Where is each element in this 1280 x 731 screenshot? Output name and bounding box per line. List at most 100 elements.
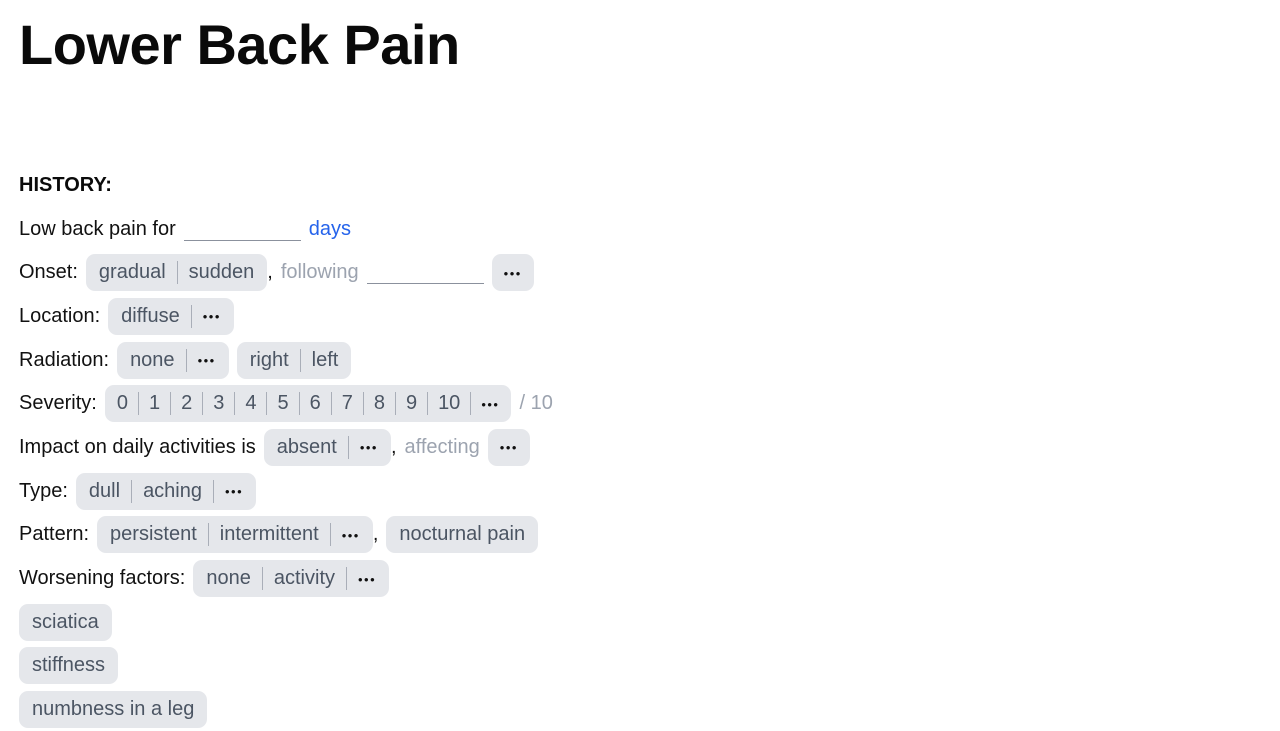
- chip-option-absent[interactable]: absent: [276, 435, 337, 458]
- duration-label: Low back pain for: [19, 217, 176, 240]
- location-chip-group: diffuse •••: [108, 297, 234, 335]
- chip-option-right[interactable]: right: [249, 348, 289, 371]
- ellipsis-icon: •••: [197, 353, 216, 369]
- impact-chip-group: absent •••: [263, 428, 391, 466]
- pattern-chip-group: nocturnal pain: [386, 516, 539, 554]
- onset-label: Onset:: [19, 261, 78, 284]
- chip-option-stiffness[interactable]: stiffness: [32, 654, 105, 677]
- chip-option-nocturnal-pain[interactable]: nocturnal pain: [399, 523, 526, 546]
- chip-divider: [190, 304, 192, 328]
- chip-option-numbness-in-a-leg[interactable]: numbness in a leg: [32, 698, 195, 721]
- chip-divider: [346, 567, 347, 591]
- ellipsis-icon: •••: [358, 571, 377, 587]
- chip-option-1[interactable]: 1: [148, 392, 161, 415]
- stiffness-chip-group: stiffness: [19, 647, 118, 685]
- ellipsis-icon: •••: [202, 309, 221, 325]
- severity-label: Severity:: [19, 392, 97, 415]
- page-title: Lower Back Pain: [19, 13, 460, 76]
- chip-option-none[interactable]: none: [206, 567, 251, 590]
- chip-option-sudden[interactable]: sudden: [188, 261, 255, 284]
- radiation-chip-group: right left: [236, 341, 352, 379]
- more-options-button[interactable]: •••: [358, 572, 376, 586]
- chip-divider: [234, 392, 236, 416]
- chip-option-left[interactable]: left: [311, 348, 339, 371]
- chip-divider: [329, 523, 331, 547]
- history-row-numbness: numbness in a leg: [19, 688, 1280, 731]
- radiation-chip-group: none •••: [117, 341, 229, 379]
- more-options-button[interactable]: •••: [225, 484, 243, 498]
- more-options-button[interactable]: •••: [491, 254, 534, 292]
- more-options-button[interactable]: •••: [203, 309, 221, 323]
- more-options-button[interactable]: •••: [360, 440, 378, 454]
- impact-comma: ,: [390, 435, 397, 458]
- impact-label: Impact on daily activities is: [19, 435, 256, 458]
- days-unit-link[interactable]: days: [308, 217, 352, 240]
- chip-divider: [330, 392, 332, 416]
- pattern-label: Pattern:: [19, 523, 90, 546]
- duration-blank-input[interactable]: [183, 218, 301, 241]
- type-label: Type:: [19, 479, 68, 502]
- chip-option-gradual[interactable]: gradual: [98, 261, 166, 284]
- ellipsis-icon: •••: [481, 396, 500, 412]
- more-options-button[interactable]: •••: [198, 353, 216, 367]
- pattern-chip-group: persistent intermittent •••: [97, 516, 373, 554]
- chip-option-0[interactable]: 0: [116, 392, 128, 415]
- history-row-onset: Onset: gradual sudden, following •••: [19, 251, 1280, 295]
- chip-divider: [207, 523, 209, 547]
- onset-blank-input[interactable]: [366, 261, 484, 285]
- chip-option-4[interactable]: 4: [245, 392, 257, 415]
- history-heading: HISTORY:: [19, 174, 112, 197]
- chip-divider: [427, 392, 429, 416]
- chip-option-9[interactable]: 9: [405, 392, 418, 415]
- history-row-location: Location: diffuse •••: [19, 295, 1280, 339]
- more-options-button[interactable]: •••: [487, 428, 530, 466]
- ellipsis-icon: •••: [359, 440, 378, 456]
- chip-divider: [347, 435, 349, 459]
- worsening-chip-group: none activity •••: [193, 560, 390, 598]
- chip-option-10[interactable]: 10: [438, 392, 461, 415]
- onset-muted-text: following: [280, 261, 359, 284]
- more-options-button[interactable]: •••: [342, 528, 360, 542]
- history-row-stiffness: stiffness: [19, 644, 1280, 688]
- numbness-chip-group: numbness in a leg: [19, 691, 208, 729]
- chip-divider: [299, 348, 301, 372]
- chip-divider: [202, 392, 204, 416]
- radiation-label: Radiation:: [19, 348, 110, 371]
- chip-option-persistent[interactable]: persistent: [110, 523, 197, 546]
- chip-option-2[interactable]: 2: [181, 392, 193, 415]
- chip-divider: [170, 392, 172, 416]
- history-row-type: Type: dull aching •••: [19, 469, 1280, 513]
- chip-divider: [185, 348, 187, 372]
- chip-option-aching[interactable]: aching: [143, 479, 202, 502]
- chip-divider: [362, 392, 364, 416]
- chip-option-diffuse[interactable]: diffuse: [121, 304, 180, 327]
- ellipsis-icon: •••: [499, 440, 518, 456]
- chip-option-intermittent[interactable]: intermittent: [219, 523, 319, 546]
- chip-divider: [470, 392, 472, 416]
- chip-divider: [394, 392, 396, 416]
- history-row-radiation: Radiation: none ••• right left: [19, 338, 1280, 382]
- chip-option-3[interactable]: 3: [213, 392, 225, 415]
- chip-option-7[interactable]: 7: [341, 392, 353, 415]
- location-label: Location:: [19, 304, 101, 327]
- chip-divider: [137, 392, 139, 416]
- chip-option-6[interactable]: 6: [309, 392, 321, 415]
- ellipsis-icon: •••: [503, 265, 522, 281]
- chip-option-dull[interactable]: dull: [88, 479, 121, 502]
- chip-option-activity[interactable]: activity: [273, 567, 335, 590]
- history-row-sciatica: sciatica: [19, 600, 1280, 644]
- history-row-duration: Low back pain for days: [19, 207, 1280, 251]
- chip-option-sciatica[interactable]: sciatica: [32, 610, 99, 633]
- severity-muted-text: / 10: [519, 392, 553, 415]
- more-options-button[interactable]: •••: [481, 397, 499, 411]
- onset-comma: ,: [267, 261, 273, 284]
- chip-option-none[interactable]: none: [130, 348, 175, 371]
- chip-option-8[interactable]: 8: [373, 392, 385, 415]
- chip-divider: [261, 567, 263, 591]
- type-chip-group: dull aching •••: [75, 472, 257, 510]
- chip-option-5[interactable]: 5: [277, 392, 289, 415]
